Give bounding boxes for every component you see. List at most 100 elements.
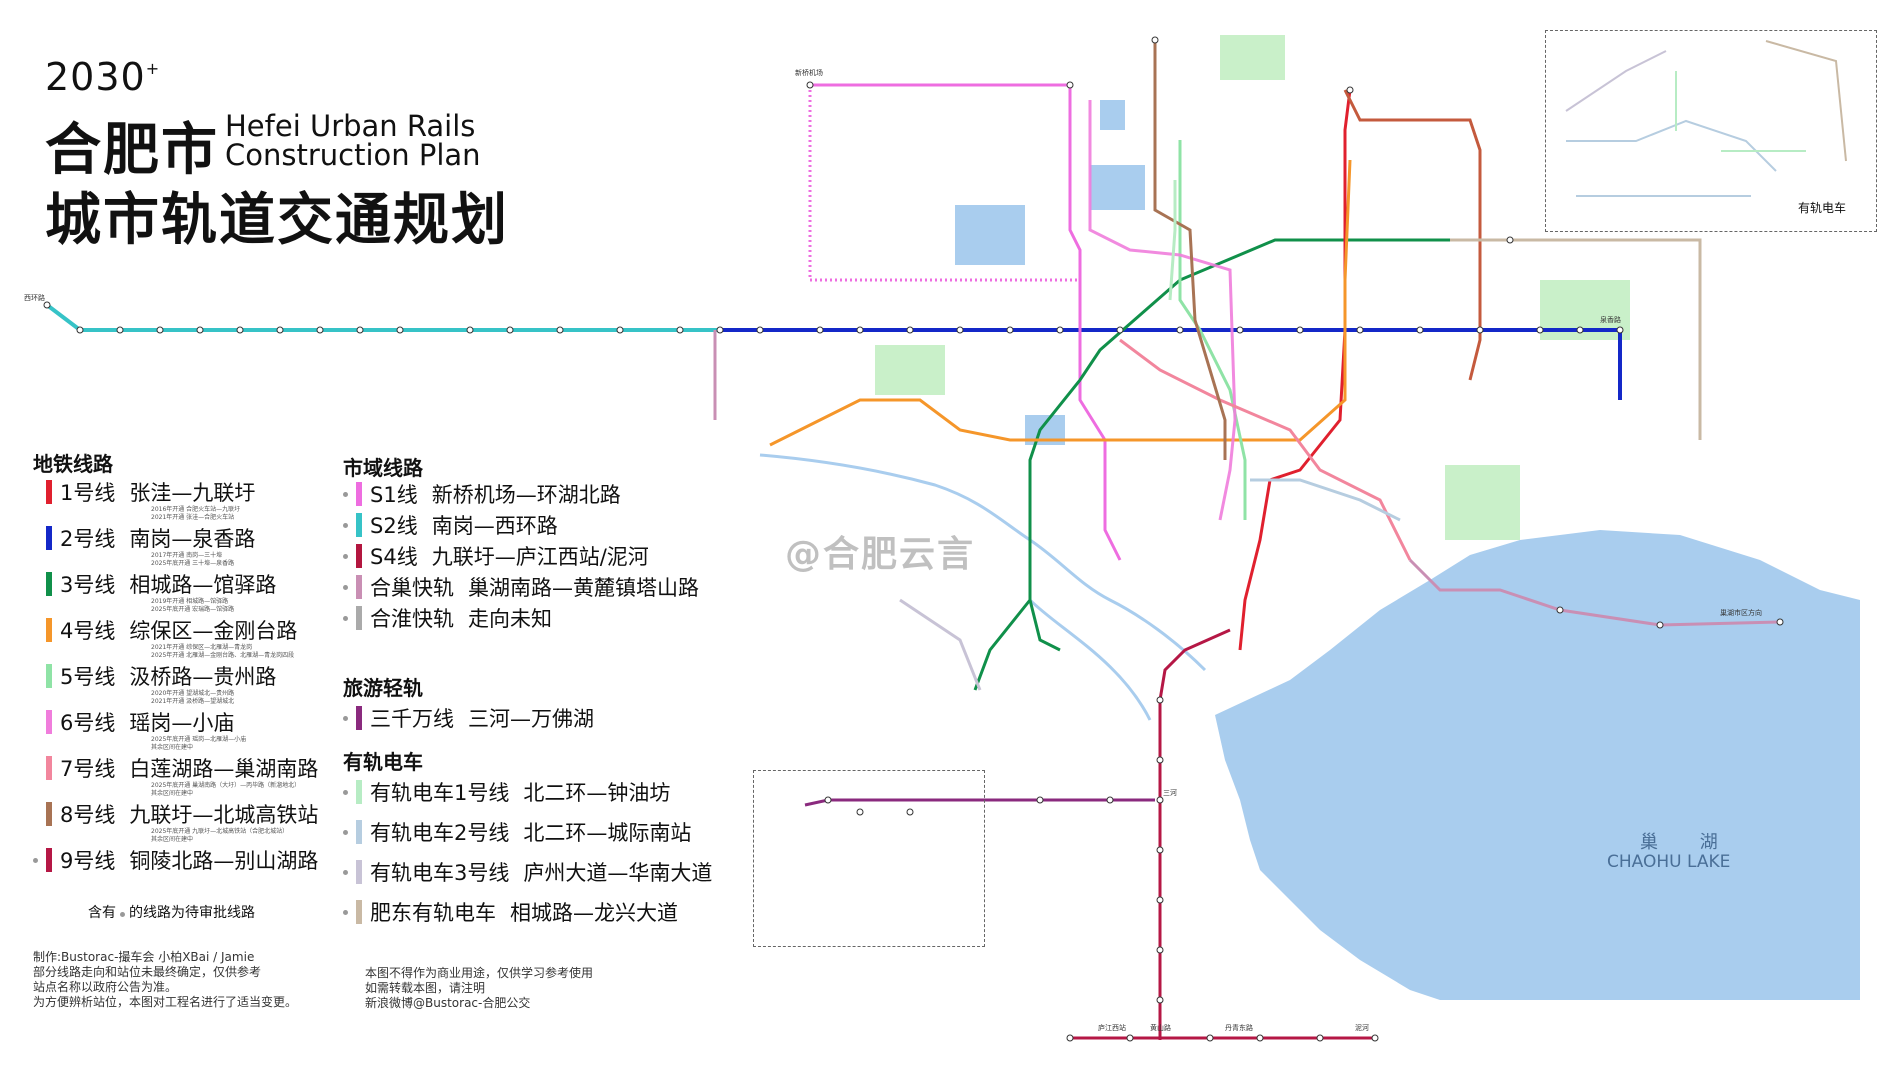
line-name: S2线 (370, 514, 418, 538)
legend-row: 3号线相城路—馆驿路 (33, 570, 276, 598)
legend-row: 肥东有轨电车相城路—龙兴大道 (343, 898, 678, 926)
title-en: Hefei Urban Rails Construction Plan (225, 109, 481, 172)
tram-legend: 有轨电车1号线北二环—钟油坊有轨电车2号线北二环—城际南站有轨电车3号线庐州大道… (343, 778, 763, 938)
tram-2 (1250, 478, 1401, 522)
line-color-swatch (46, 572, 52, 596)
line-name: 4号线 (60, 619, 116, 643)
line-name: 肥东有轨电车 (370, 901, 496, 925)
legend-row: S2线南岗—西环路 (343, 511, 558, 539)
line-5 (1178, 140, 1247, 520)
line-route: 北二环—城际南站 (523, 821, 692, 845)
line-color-swatch (356, 575, 362, 599)
legend-row: 8号线九联圩—北城高铁站 (33, 800, 318, 828)
pending-dot-icon (120, 912, 125, 917)
legend-row: 有轨电车2号线北二环—城际南站 (343, 818, 691, 846)
line-route: 相城路—馆驿路 (129, 573, 277, 597)
line-color-swatch (356, 820, 362, 844)
line-route: 走向未知 (468, 607, 552, 631)
legend-row: 合淮快轨走向未知 (343, 604, 552, 632)
bullet-icon (343, 909, 348, 915)
legend-row: 三千万线三河—万佛湖 (343, 704, 594, 732)
line-route: 九联圩—庐江西站/泥河 (431, 545, 649, 569)
tour-legend: 三千万线三河—万佛湖 (343, 704, 743, 740)
line-3-south (973, 599, 1032, 691)
line-s1-dotted (808, 85, 1080, 282)
regional-heading: 市域线路 (343, 456, 423, 480)
bullet-icon (343, 522, 348, 528)
line-color-swatch (46, 710, 52, 734)
line-name: 合淮快轨 (370, 607, 454, 631)
regional-legend: S1线新桥机场—环湖北路 S2线南岗—西环路 S4线九联圩—庐江西站/泥河合巢快轨巢… (343, 480, 743, 660)
line-route: 白莲湖路—巢湖南路 (129, 757, 319, 781)
tram-inset-box: 有轨电车 (1545, 30, 1877, 232)
dashushan-park (875, 345, 945, 395)
line-color-swatch (356, 513, 362, 537)
line-route: 瑶岗—小庙 (129, 711, 235, 735)
line-note: 2025年底开通 瑶岗—北雁湖—小庙其余区间在建中 (151, 736, 247, 751)
tour-heading: 旅游轻轨 (343, 676, 423, 700)
line-color-swatch (46, 756, 52, 780)
line-name: S4线 (370, 545, 418, 569)
station-label: 西环路 (24, 293, 45, 302)
tram-3 (899, 598, 982, 691)
line-tour (804, 798, 1155, 807)
line-route: 九联圩—北城高铁站 (129, 803, 319, 827)
line-3 (1028, 238, 1510, 652)
line-4 (769, 159, 1352, 447)
line-color-swatch (356, 780, 362, 804)
line-route: 汲桥路—贵州路 (129, 665, 277, 689)
line-name: 有轨电车3号线 (370, 861, 510, 885)
tram-heading: 有轨电车 (343, 750, 423, 774)
station-label: 巢湖市区方向 (1720, 608, 1762, 617)
line-name: 有轨电车2号线 (370, 821, 510, 845)
subtitle-cn: 城市轨道交通规划 (45, 188, 509, 253)
line-route: 北二环—钟油坊 (523, 781, 671, 805)
usage-note: 本图不得作为商业用途，仅供学习参考使用 如需转载本图，请注明 新浪微博@Bust… (365, 966, 594, 1010)
dongpu-reservoir (955, 205, 1025, 265)
line-7 (1119, 338, 1412, 561)
line-note: 2025年底开通 九联圩—北城高铁站（合肥北城站）其余区间在建中 (151, 828, 289, 843)
bullet-icon (343, 829, 348, 835)
tram-1 (1168, 180, 1177, 301)
east-park (1445, 465, 1520, 540)
line-route: 张洼—九联圩 (129, 481, 256, 505)
legend-row: 合巢快轨巢湖南路—黄麓镇塔山路 (343, 573, 699, 601)
legend-row: 有轨电车3号线庐州大道—华南大道 (343, 858, 712, 886)
bullet-icon (343, 789, 348, 795)
line-name: 9号线 (60, 849, 116, 873)
legend-row: 7号线白莲湖路—巢湖南路 (33, 754, 318, 782)
line-name: 合巢快轨 (370, 576, 454, 600)
watermark: @合肥云言 (785, 534, 976, 575)
lake-label-cn: 巢 湖 (1640, 832, 1736, 853)
line-name: 7号线 (60, 757, 116, 781)
legend-row: S1线新桥机场—环湖北路 (343, 480, 621, 508)
tram-inset-map (1565, 40, 1847, 197)
line-1 (1238, 89, 1352, 651)
line-8-east (1343, 89, 1482, 381)
line-name: S1线 (370, 483, 418, 507)
station-markers (43, 36, 1784, 1042)
line-s2 (45, 303, 720, 332)
line-name: 有轨电车1号线 (370, 781, 510, 805)
legend-row: 5号线汲桥路—贵州路 (33, 662, 276, 690)
dafang-reservoir (1090, 165, 1145, 210)
line-route: 相城路—龙兴大道 (510, 901, 678, 925)
nanfei-river (759, 453, 1207, 672)
legend-row: 6号线瑶岗—小庙 (33, 708, 234, 736)
line-route: 南岗—泉香路 (129, 527, 256, 551)
line-color-swatch (46, 618, 52, 642)
bullet-icon (343, 615, 348, 621)
line-name: 6号线 (60, 711, 116, 735)
small-lake (1100, 100, 1125, 130)
station-label: 庐江西站 (1098, 1023, 1126, 1032)
line-color-swatch (356, 860, 362, 884)
line-hechao (1408, 558, 1781, 627)
line-route: 综保区—金刚台路 (129, 619, 298, 643)
north-park (1220, 35, 1285, 80)
station-label: 三河 (1163, 789, 1177, 797)
line-color-swatch (356, 482, 362, 506)
